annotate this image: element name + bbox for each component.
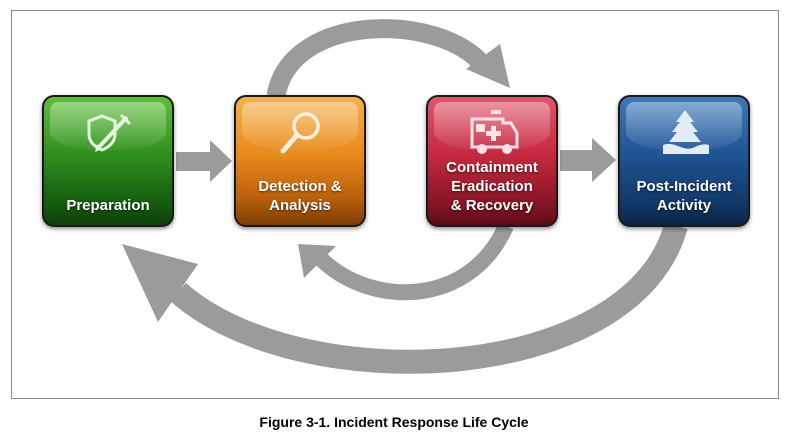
box-gloss [242, 102, 358, 150]
arrow-preparation-to-detection [176, 140, 232, 182]
stage-detection-analysis: Detection & Analysis [234, 95, 366, 227]
arrow-containment-to-post-incident [560, 138, 616, 182]
landscape-icon [663, 110, 709, 154]
stage-label: Detection & Analysis [258, 178, 342, 214]
ambulance-icon [470, 110, 519, 154]
arrow-containment-to-detection [298, 222, 514, 301]
stage-containment-eradication-recovery: Containment Eradication & Recovery [426, 95, 558, 227]
shield-pen-icon [87, 113, 132, 152]
arrow-detection-to-containment [266, 19, 510, 99]
stage-label: Post-Incident Activity [636, 178, 732, 214]
stage-preparation: Preparation [42, 95, 174, 227]
stage-post-incident-activity: Post-Incident Activity [618, 95, 750, 227]
arrow-post-incident-to-preparation [122, 222, 688, 374]
stage-label: Containment Eradication & Recovery [446, 159, 538, 214]
stage-label: Preparation [66, 197, 150, 214]
figure-caption: Figure 3-1. Incident Response Life Cycle [259, 414, 529, 430]
magnifier-icon [280, 112, 320, 154]
box-gloss [50, 102, 166, 150]
